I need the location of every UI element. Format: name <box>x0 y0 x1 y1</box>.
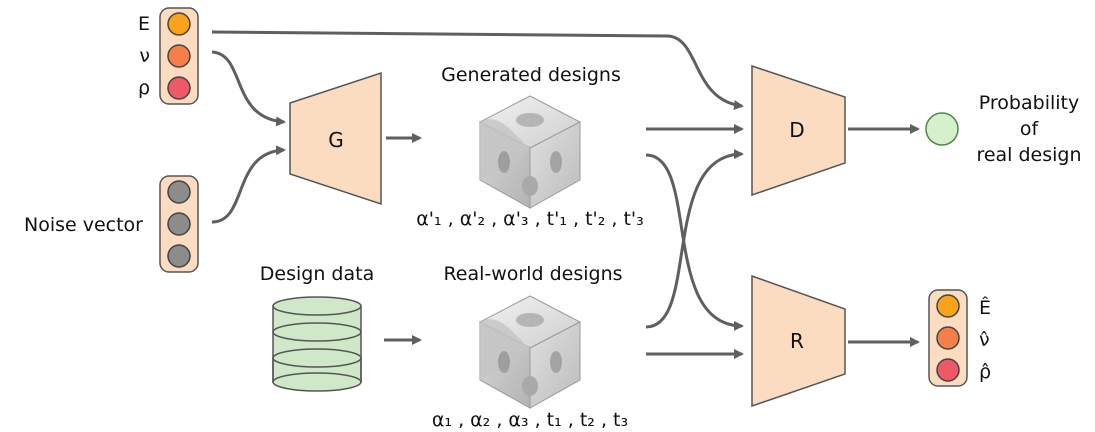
predicted-label-rho: ρ̂ <box>979 361 991 383</box>
noise-dot <box>167 244 191 268</box>
discriminator-label: D <box>789 118 804 142</box>
real-designs-title: Real-world designs <box>443 263 622 285</box>
predicted-property-dot <box>936 294 960 318</box>
design-data-label: Design data <box>260 263 374 285</box>
arrow-properties-to-discriminator <box>211 30 744 111</box>
arrow-properties-to-generator <box>211 50 286 127</box>
noise-dot <box>167 180 191 204</box>
probability-circle <box>925 112 959 146</box>
probability-label-line-2: of <box>1020 118 1040 140</box>
discriminator-trapezoid <box>751 64 846 197</box>
probability-output-group: Probability of real design <box>925 92 1082 166</box>
arrow-generated-to-regressor <box>645 153 744 331</box>
generated-designs-group: Generated designs α'₁ , α'₂ , α'₃ , t'₁ … <box>416 64 644 230</box>
input-property-dot <box>167 44 191 68</box>
discriminator-network: D <box>751 64 846 197</box>
probability-label-line-3: real design <box>976 144 1081 166</box>
property-label-e: E <box>138 13 150 35</box>
database-icon <box>272 296 362 392</box>
regressor-label: R <box>790 329 804 353</box>
input-properties-group: E ν ρ <box>138 7 199 105</box>
predicted-property-dot <box>936 326 960 350</box>
arrow-real-to-discriminator <box>645 149 744 329</box>
connectors <box>211 30 920 359</box>
input-property-dot <box>167 12 191 36</box>
generated-design-cube-image <box>478 95 582 209</box>
real-design-cube-image <box>478 295 582 409</box>
predicted-properties-group: Ê ν̂ ρ̂ <box>928 289 991 387</box>
predicted-label-e: Ê <box>979 296 991 319</box>
property-label-rho: ρ <box>138 77 150 99</box>
regressor-trapezoid <box>751 274 846 408</box>
predicted-property-dot <box>936 358 960 382</box>
noise-vector-group: Noise vector <box>24 175 199 273</box>
generator-network: G <box>289 71 382 206</box>
generated-design-parameters: α'₁ , α'₂ , α'₃ , t'₁ , t'₂ , t'₃ <box>416 208 644 230</box>
probability-label-line-1: Probability <box>979 92 1079 114</box>
generated-designs-title: Generated designs <box>441 64 621 86</box>
regressor-network: R <box>751 274 846 408</box>
real-designs-group: Real-world designs α₁ , α₂ , α₃ , t₁ , t… <box>432 263 628 431</box>
noise-vector-label: Noise vector <box>24 214 143 236</box>
design-data-group: Design data <box>260 263 374 392</box>
property-label-nu: ν <box>139 45 150 67</box>
generator-trapezoid <box>289 71 382 206</box>
noise-dot <box>167 212 191 236</box>
generator-label: G <box>328 128 344 152</box>
predicted-label-nu: ν̂ <box>979 329 990 351</box>
arrow-noise-to-generator <box>211 145 286 224</box>
real-design-parameters: α₁ , α₂ , α₃ , t₁ , t₂ , t₃ <box>432 409 628 431</box>
input-property-dot <box>167 76 191 100</box>
